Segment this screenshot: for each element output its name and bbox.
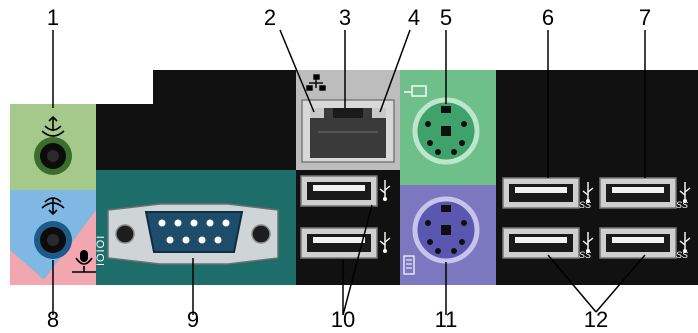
leader-12b [595,254,646,313]
callout-2: 2 [263,5,277,30]
line-out-jack [34,137,72,175]
panel-notch [96,70,153,104]
usb-port-12b [599,227,677,259]
keyboard-ps2-port [412,196,480,264]
usb-superspeed-mark: SS [579,200,591,210]
usb-icon-12b: SS [676,232,691,260]
line-in-icon [41,197,65,216]
callout-1: 1 [46,5,60,30]
usb-icon-6: SS [579,182,594,210]
callout-7: 7 [638,5,652,30]
callout-3: 3 [338,5,352,30]
usb-icons: SS SS SS SS [379,180,691,260]
leader-2 [279,29,315,113]
callout-4: 4 [407,5,421,30]
callout-5: 5 [439,5,453,30]
usb-icon-10b [379,232,391,253]
serial-marker-text: IOIOI [95,235,107,266]
callout-10: 10 [330,307,356,332]
callout-6: 6 [541,5,555,30]
usb-icon-7: SS [676,182,691,210]
microphone-icon [72,250,96,273]
usb-icon-10a [379,180,391,201]
network-port [301,99,395,163]
leader-12a [547,254,597,313]
leader-lines [52,29,646,316]
callout-11: 11 [434,307,458,332]
leader-4 [379,29,411,113]
usb-superspeed-mark: SS [579,250,591,260]
leader-10a [342,204,373,316]
usb-port-7 [599,177,677,209]
keyboard-icon [403,255,415,275]
usb-port-6 [502,177,580,209]
line-out-icon [41,115,65,137]
usb-port-10a [300,175,378,207]
serial-port [107,203,279,265]
network-icon [306,74,326,91]
mouse-icon [404,85,427,97]
callout-9: 9 [186,307,200,332]
line-in-jack [34,221,72,259]
mouse-ps2-port [412,97,480,165]
usb-icon-12a: SS [579,232,594,260]
audio-pink-lower [10,250,50,285]
callout-8: 8 [46,307,60,332]
usb-port-10b [300,227,378,259]
usb-port-12a [502,227,580,259]
usb-superspeed-mark: SS [676,250,688,260]
callout-12: 12 [583,307,609,332]
usb-ports [300,175,677,259]
usb-superspeed-mark: SS [676,200,688,210]
